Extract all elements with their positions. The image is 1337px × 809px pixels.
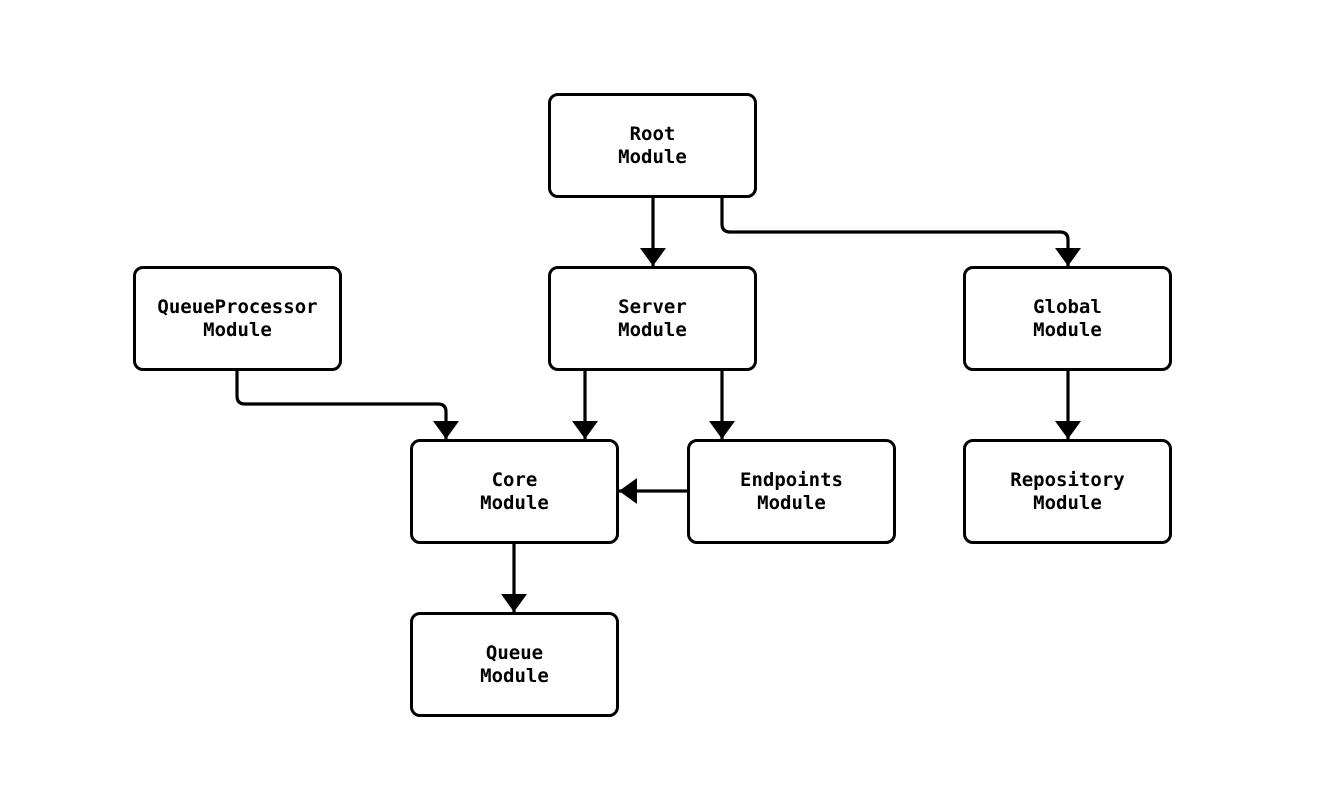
node-server-module: Server Module [548, 266, 757, 371]
edge-queueprocessor-to-core [235, 371, 459, 439]
node-root-module: Root Module [548, 93, 757, 198]
node-endpoints-module: Endpoints Module [687, 439, 896, 544]
node-queueprocessor-module: QueueProcessor Module [133, 266, 342, 371]
edge-root-to-global [720, 198, 1081, 266]
node-core-module: Core Module [410, 439, 619, 544]
node-global-module: Global Module [963, 266, 1172, 371]
node-repository-module: Repository Module [963, 439, 1172, 544]
node-queue-module: Queue Module [410, 612, 619, 717]
